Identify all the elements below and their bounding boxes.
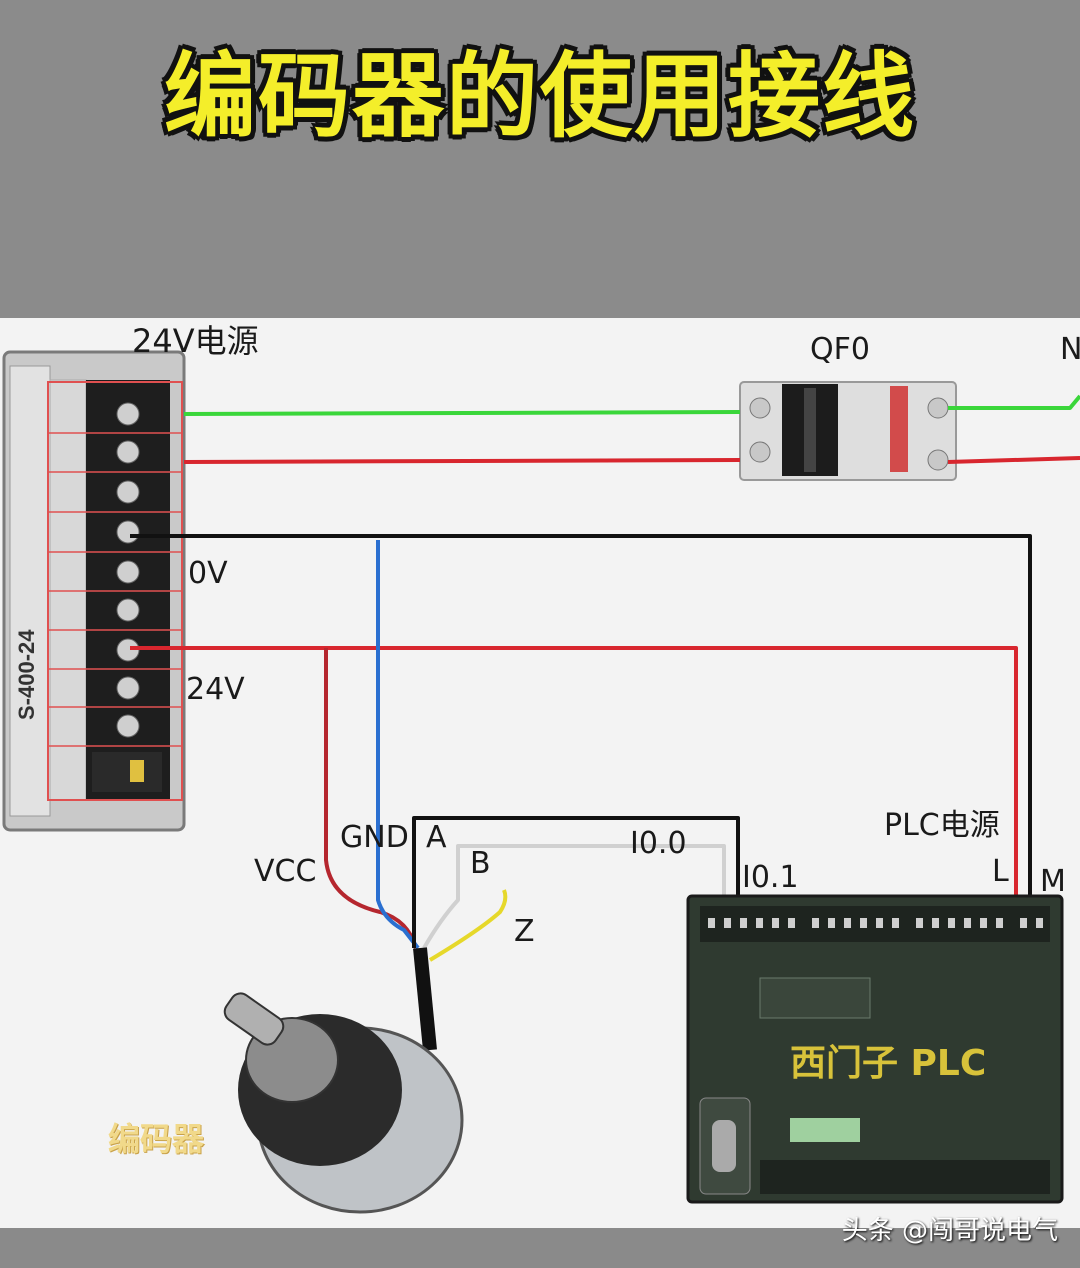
l-label: L	[992, 854, 1009, 889]
plus-24v-label: 24V	[186, 672, 245, 707]
psu-label: 24V电源	[132, 322, 259, 360]
gnd-blue-wire	[376, 540, 420, 950]
b-white-wire	[422, 844, 726, 949]
encoder-name-label: 编码器	[108, 1120, 205, 1158]
vcc-label: VCC	[254, 854, 317, 889]
z-label: Z	[514, 914, 535, 949]
a-black-wire	[412, 816, 740, 948]
m-label: M	[1040, 864, 1066, 899]
mains-red-wire-right	[947, 456, 1080, 464]
b-label: B	[470, 846, 491, 881]
mains-green-wire	[183, 410, 741, 416]
a-label: A	[426, 820, 447, 855]
watermark: 头条 @闯哥说电气	[841, 1216, 1058, 1246]
zero-volt-label: 0V	[188, 556, 228, 591]
bottom-band	[0, 1228, 1080, 1268]
i01-label: I0.1	[742, 860, 799, 895]
page-title: 编码器的使用接线	[163, 43, 916, 150]
plc-name-label: 西门子 PLC	[790, 1043, 987, 1084]
vcc-red-wire	[324, 648, 418, 949]
breaker-label: QF0	[810, 332, 870, 367]
i00-label: I0.0	[630, 826, 687, 861]
encoder-cable	[413, 947, 437, 1051]
mains-green-wire-right	[948, 394, 1080, 410]
psu-model-label: S-400-24	[14, 629, 39, 720]
z-yellow-wire	[428, 889, 508, 962]
neutral-label: N	[1060, 332, 1080, 367]
plc	[686, 894, 1064, 1204]
encoder	[223, 992, 464, 1214]
mains-red-wire	[183, 458, 741, 464]
plc-power-label: PLC电源	[884, 808, 1000, 843]
circuit-breaker	[739, 381, 957, 481]
top-banner	[0, 0, 1080, 318]
gnd-label: GND	[340, 820, 409, 855]
zero-volt-black-wire	[130, 534, 1032, 920]
plus-24v-red-wire	[130, 646, 1018, 920]
power-supply	[2, 350, 186, 832]
